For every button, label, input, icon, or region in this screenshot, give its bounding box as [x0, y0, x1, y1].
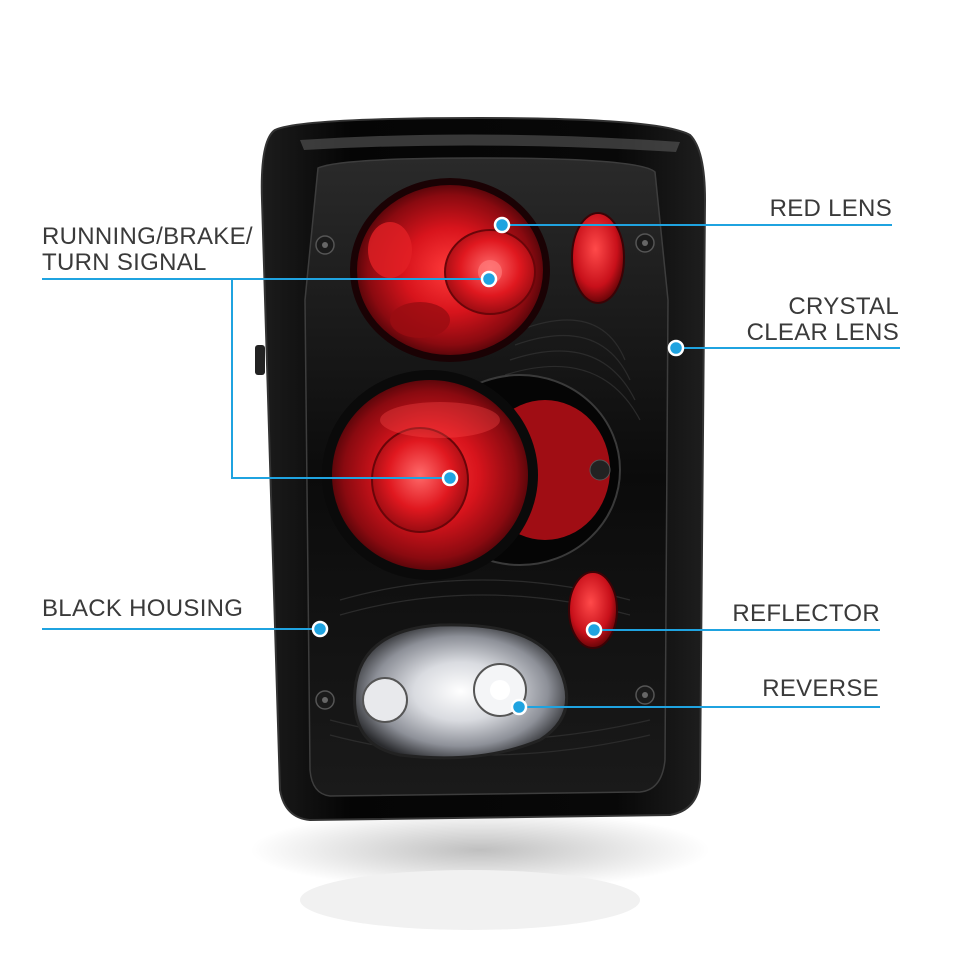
label-black-housing: BLACK HOUSING — [42, 595, 244, 622]
label-running-line2: TURN SIGNAL — [42, 249, 207, 276]
callout-running-branch — [231, 279, 450, 479]
upper-red-lens — [350, 178, 550, 362]
label-crystal-clear-lens: CRYSTAL CLEAR LENS — [747, 294, 899, 346]
dot-running-upper — [480, 270, 498, 288]
screw-bottom-left — [315, 690, 335, 710]
label-reverse: REVERSE — [762, 675, 879, 702]
screw-top-left — [315, 235, 335, 255]
lower-red-lens — [322, 370, 621, 580]
callout-lines — [42, 224, 900, 708]
mounting-tab — [255, 345, 265, 375]
housing-highlight — [300, 134, 680, 152]
screw-bottom-right — [635, 685, 655, 705]
dot-reflector — [585, 621, 603, 639]
label-running-brake-turn: RUNNING/BRAKE/ TURN SIGNAL — [42, 224, 253, 276]
callout-dots — [311, 216, 685, 716]
dot-running-lower — [441, 469, 459, 487]
label-running-line1: RUNNING/BRAKE/ — [42, 223, 253, 250]
floor-shadow — [250, 810, 710, 890]
dot-red-lens — [493, 216, 511, 234]
reverse-clear-lens — [353, 623, 569, 760]
upper-reflector — [571, 212, 625, 304]
dot-reverse — [510, 698, 528, 716]
label-red-lens: RED LENS — [769, 195, 892, 222]
label-crystal-line1: CRYSTAL — [788, 293, 899, 320]
floor-reflection — [300, 870, 640, 930]
dot-crystal-lens — [667, 339, 685, 357]
dot-black-housing — [311, 620, 329, 638]
label-crystal-line2: CLEAR LENS — [746, 319, 899, 346]
label-reflector: REFLECTOR — [732, 600, 880, 627]
screw-top-right — [635, 233, 655, 253]
